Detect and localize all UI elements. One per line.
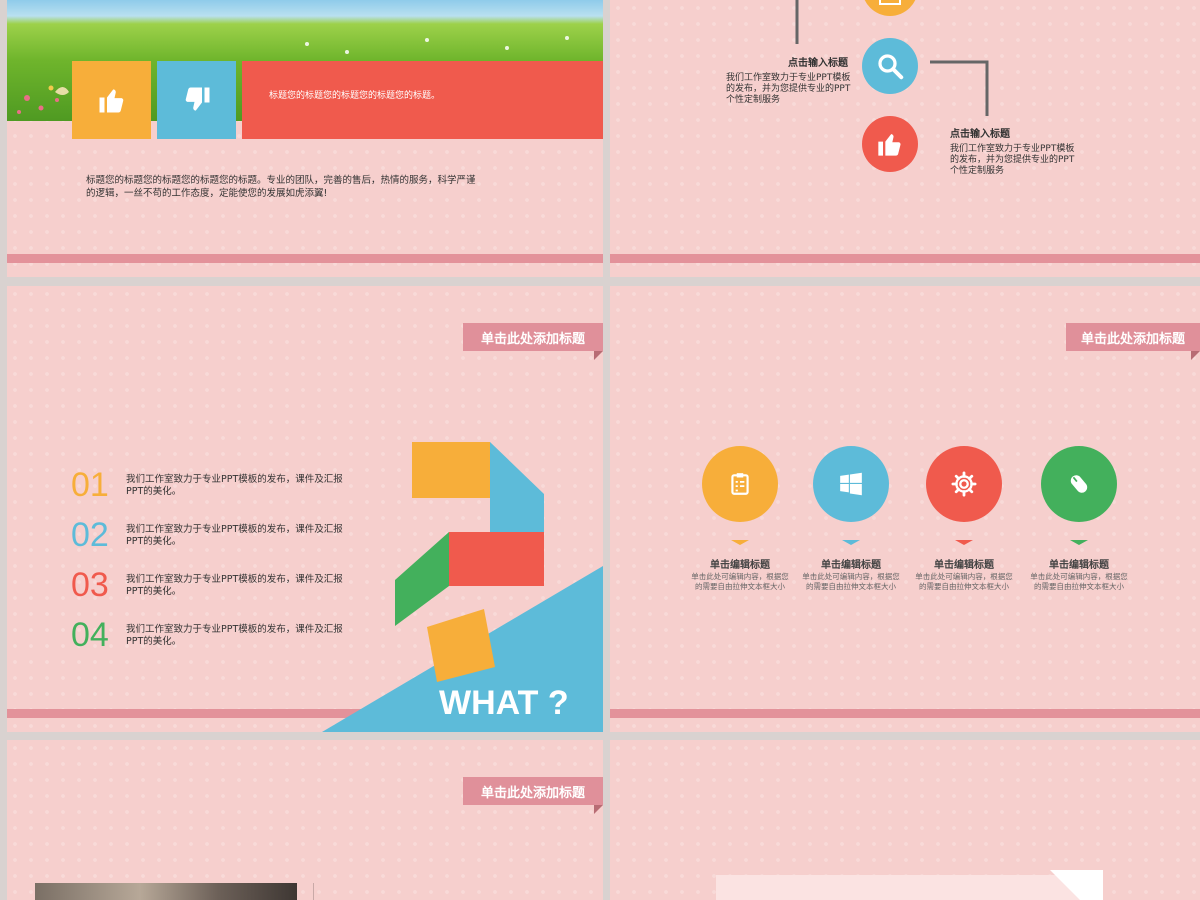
- gear-icon: [950, 470, 978, 498]
- slide-3[interactable]: 单击此处添加标题 WHAT ? 01 我们工作室致力于专业PPT模板的发布，课件及…: [7, 286, 603, 732]
- slide-4[interactable]: 单击此处添加标题 单击编辑标题单击此处可编辑内容，根据您的需要自由拉伸文本框大小…: [610, 286, 1200, 732]
- light-panel: [716, 875, 1103, 900]
- feature-title: 单击编辑标题: [821, 560, 881, 571]
- text-block-2[interactable]: 点击输入标题 我们工作室致力于专业PPT模板 的发布，并为您提供专业的PPT 个…: [950, 125, 1090, 177]
- slide-6[interactable]: [610, 740, 1200, 900]
- feature-title: 单击编辑标题: [1049, 560, 1109, 571]
- what-text: WHAT ?: [439, 684, 569, 722]
- search-icon: [878, 54, 904, 80]
- list-number: 03: [71, 566, 109, 604]
- list-text-line1: 我们工作室致力于专业PPT模板的发布，课件及汇报: [126, 574, 343, 585]
- thumbs-down-tile[interactable]: [157, 61, 236, 139]
- body-line-1: 标题您的标题您的标题您的标题您的标题。专业的团队，完善的售后，热情的服务，科学严…: [86, 175, 476, 186]
- feature-circle[interactable]: [926, 446, 1002, 522]
- text-block-2-line3: 个性定制服务: [950, 166, 1005, 176]
- bottom-bar: [610, 254, 1200, 263]
- thumbs-up-icon: [878, 134, 901, 156]
- list-text-line1: 我们工作室致力于专业PPT模板的发布，课件及汇报: [126, 474, 343, 485]
- feature-item[interactable]: 单击编辑标题单击此处可编辑内容，根据您的需要自由拉伸文本框大小: [1009, 446, 1149, 596]
- thumbs-up-circle[interactable]: [862, 116, 918, 172]
- slide-1[interactable]: 标题您的标题您的标题您的标题您的标题。 标题您的标题您的标题您的标题您的标题。专…: [7, 0, 603, 277]
- feature-circle[interactable]: [702, 446, 778, 522]
- feature-title: 单击编辑标题: [710, 560, 770, 571]
- clipboard-icon: [727, 471, 753, 497]
- bottom-bar: [7, 709, 603, 718]
- text-block-1-title: 点击输入标题: [788, 58, 848, 69]
- feature-desc-line1: 单击此处可编辑内容，根据您: [691, 572, 789, 581]
- text-block-2-title: 点击输入标题: [950, 129, 1010, 140]
- question-mark-graphic: [322, 442, 603, 732]
- list-text-line2: PPT的美化。: [126, 536, 182, 547]
- list-number: 02: [71, 516, 109, 554]
- feature-desc-line2: 的需要自由拉伸文本框大小: [806, 582, 896, 591]
- list-text-line1: 我们工作室致力于专业PPT模板的发布，课件及汇报: [126, 624, 343, 635]
- text-block-1-line2: 的发布，并为您提供专业的PPT: [726, 84, 851, 94]
- slide-title-tab[interactable]: 单击此处添加标题: [1066, 323, 1200, 360]
- bottom-bar: [7, 254, 603, 263]
- feature-item[interactable]: 单击编辑标题单击此处可编辑内容，根据您的需要自由拉伸文本框大小: [781, 446, 921, 596]
- feature-desc-line1: 单击此处可编辑内容，根据您: [802, 572, 900, 581]
- body-text[interactable]: 标题您的标题您的标题您的标题您的标题。专业的团队，完善的售后，热情的服务，科学严…: [86, 174, 476, 200]
- thumbs-down-icon: [185, 87, 209, 111]
- slide-2[interactable]: 点击输入标题 我们工作室致力于专业PPT模板 的发布，并为您提供专业的PPT 个…: [610, 0, 1200, 277]
- feature-desc-line2: 的需要自由拉伸文本框大小: [1034, 582, 1124, 591]
- slide-title-tab[interactable]: 单击此处添加标题: [463, 777, 603, 814]
- list-text-line2: PPT的美化。: [126, 486, 182, 497]
- red-banner: 标题您的标题您的标题您的标题您的标题。: [242, 61, 603, 139]
- text-block-2-line2: 的发布，并为您提供专业的PPT: [950, 155, 1075, 165]
- slide-title-tab[interactable]: 单击此处添加标题: [463, 323, 603, 360]
- photo-placeholder: [35, 883, 297, 900]
- list-text-line2: PPT的美化。: [126, 586, 182, 597]
- feature-title: 单击编辑标题: [934, 560, 994, 571]
- pointer-triangle: [842, 540, 860, 545]
- list-text-line2: PPT的美化。: [126, 636, 182, 647]
- list-number: 04: [71, 616, 109, 654]
- thumbs-up-icon: [99, 89, 123, 113]
- feature-item[interactable]: 单击编辑标题单击此处可编辑内容，根据您的需要自由拉伸文本框大小: [670, 446, 810, 596]
- feature-circle[interactable]: [1041, 446, 1117, 522]
- divider-line: [313, 883, 314, 900]
- feature-desc-line2: 的需要自由拉伸文本框大小: [919, 582, 1009, 591]
- thumbs-up-tile[interactable]: [72, 61, 151, 139]
- feature-desc-line2: 的需要自由拉伸文本框大小: [695, 582, 785, 591]
- body-line-2: 的逻辑，一丝不苟的工作态度，定能使您的发展如虎添翼!: [86, 188, 328, 199]
- fold-corner: [1050, 870, 1103, 900]
- pointer-triangle: [1070, 540, 1088, 545]
- feature-desc-line1: 单击此处可编辑内容，根据您: [1030, 572, 1128, 581]
- feature-circle[interactable]: [813, 446, 889, 522]
- pointer-triangle: [955, 540, 973, 545]
- slide-5[interactable]: 单击此处添加标题: [7, 740, 603, 900]
- banner-text[interactable]: 标题您的标题您的标题您的标题您的标题。: [269, 91, 441, 101]
- mouse-icon: [1066, 471, 1092, 497]
- pointer-triangle: [731, 540, 749, 545]
- windows-icon: [838, 471, 864, 497]
- list-number: 01: [71, 466, 109, 504]
- feature-desc-line1: 单击此处可编辑内容，根据您: [915, 572, 1013, 581]
- search-circle[interactable]: [862, 38, 918, 94]
- text-block-2-line1: 我们工作室致力于专业PPT模板: [950, 144, 1075, 154]
- text-block-1-line3: 个性定制服务: [726, 95, 781, 105]
- connector-lines: [795, 0, 989, 116]
- bottom-bar: [610, 709, 1200, 718]
- feature-item[interactable]: 单击编辑标题单击此处可编辑内容，根据您的需要自由拉伸文本框大小: [894, 446, 1034, 596]
- list-text-line1: 我们工作室致力于专业PPT模板的发布，课件及汇报: [126, 524, 343, 535]
- text-block-1-line1: 我们工作室致力于专业PPT模板: [726, 73, 851, 83]
- text-block-1[interactable]: 点击输入标题 我们工作室致力于专业PPT模板 的发布，并为您提供专业的PPT 个…: [726, 54, 856, 106]
- orange-circle: [862, 0, 918, 16]
